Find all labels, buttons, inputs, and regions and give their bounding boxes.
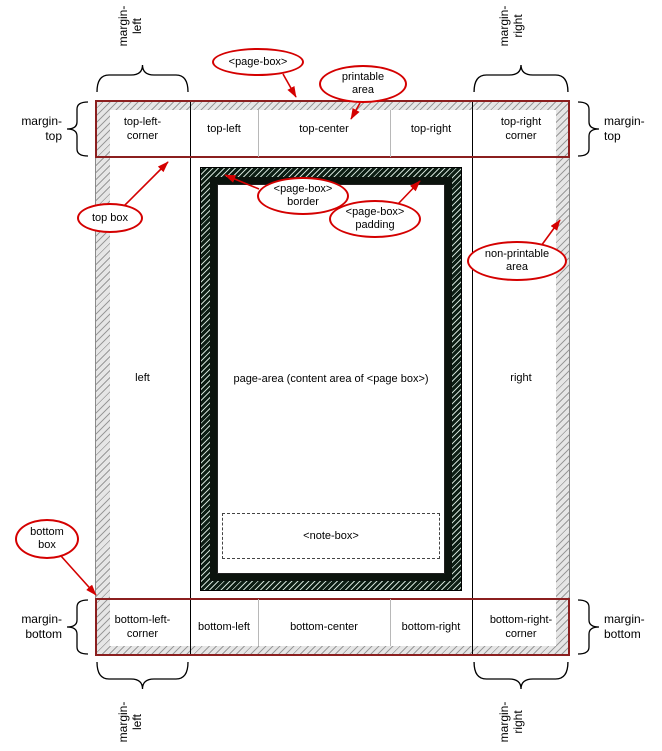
label-margin-right-bottom: margin- right: [497, 701, 525, 743]
callout-page-box-padding: <page-box> padding: [329, 200, 421, 238]
label-margin-right-top: margin- right: [497, 5, 525, 47]
cell-bottom-right: bottom-right: [401, 620, 461, 633]
top-box-frame: [95, 100, 570, 158]
cell-left: left: [135, 371, 150, 384]
cell-top-left-corner: top-left- corner: [123, 115, 162, 142]
page-box-padding: page-area (content area of <page box>) <…: [210, 177, 452, 581]
bottom-row-separator: [258, 599, 259, 646]
callout-page-box: <page-box>: [212, 48, 304, 76]
cell-top-right: top-right: [410, 122, 452, 135]
brace-margin-bottom-left-icon: [66, 599, 89, 655]
cell-bottom-center: bottom-center: [290, 620, 358, 633]
left-column-boundary-line: [190, 100, 191, 656]
page-area-label: page-area (content area of <page box>): [233, 373, 429, 385]
top-row-separator: [390, 110, 391, 157]
label-margin-left-bottom: margin- left: [116, 701, 144, 743]
cell-top-right-corner: top-right corner: [500, 115, 542, 142]
brace-margin-left-top-icon: [96, 64, 189, 93]
cell-right: right: [510, 371, 532, 384]
bottom-box-frame: [95, 598, 570, 656]
brace-margin-top-left-icon: [66, 101, 89, 157]
page-area: page-area (content area of <page box>) <…: [217, 184, 445, 574]
bottom-row-separator: [390, 599, 391, 646]
brace-margin-right-top-icon: [473, 64, 569, 93]
label-margin-top-left: margin- top: [21, 114, 62, 143]
top-row-separator: [258, 110, 259, 157]
note-box: <note-box>: [222, 513, 440, 559]
note-box-label: <note-box>: [303, 530, 359, 542]
label-margin-left-top: margin- left: [116, 5, 144, 47]
callout-top-box: top box: [77, 203, 143, 233]
cell-bottom-right-corner: bottom-right- corner: [489, 613, 553, 640]
callout-page-box-border: <page-box> border: [257, 177, 349, 215]
brace-margin-bottom-right-icon: [577, 599, 600, 655]
callout-non-printable-area: non-printable area: [467, 241, 567, 281]
callout-printable-area: printable area: [319, 65, 407, 103]
cell-bottom-left-corner: bottom-left- corner: [114, 613, 171, 640]
label-margin-top-right: margin- top: [604, 114, 645, 143]
brace-margin-left-bottom-icon: [96, 661, 189, 690]
callout-bottom-box: bottom box: [15, 519, 79, 559]
page-box: page-area (content area of <page box>) <…: [200, 167, 462, 591]
cell-bottom-left: bottom-left: [198, 620, 250, 633]
right-column-boundary-line: [472, 100, 473, 656]
label-margin-bottom-right: margin- bottom: [604, 612, 645, 641]
brace-margin-top-right-icon: [577, 101, 600, 157]
brace-margin-right-bottom-icon: [473, 661, 569, 690]
cell-top-left: top-left: [207, 122, 241, 135]
cell-top-center: top-center: [299, 122, 349, 135]
label-margin-bottom-left: margin- bottom: [21, 612, 62, 641]
